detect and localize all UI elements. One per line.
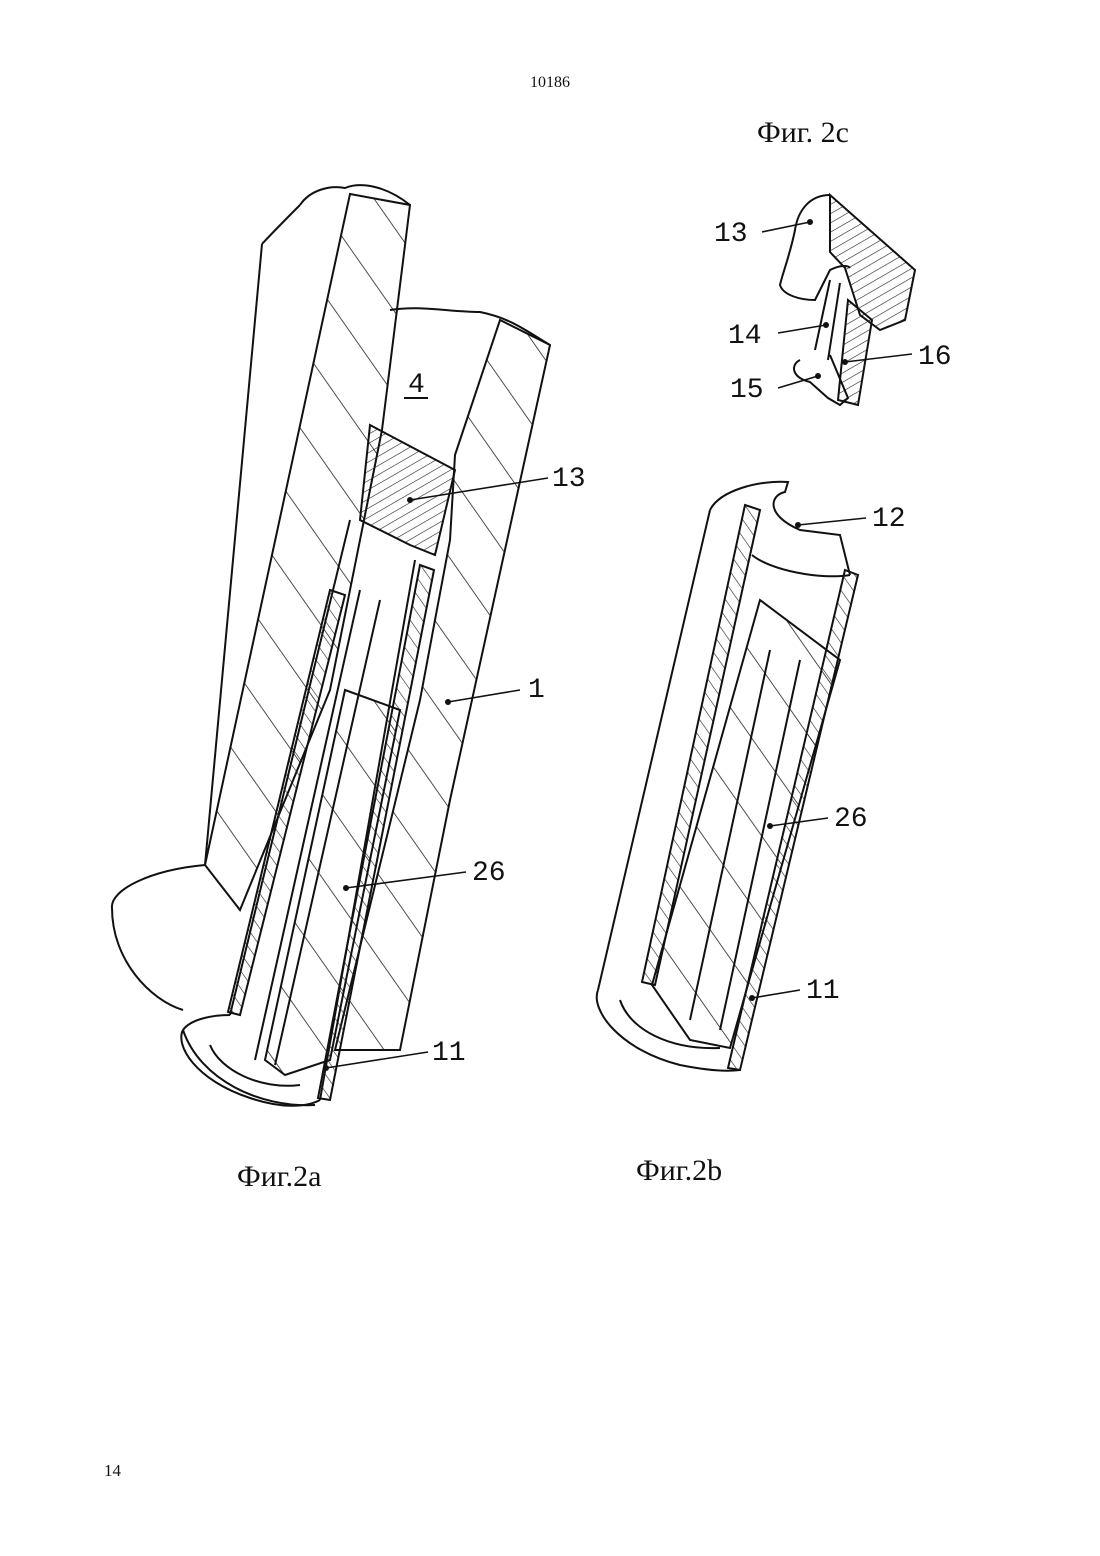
fig2a-dot-tube bbox=[445, 699, 451, 705]
fig2c-layer bbox=[838, 300, 872, 405]
fig2c-label-tip: 15 bbox=[730, 375, 764, 406]
fig2a-leader-sleeve bbox=[326, 1052, 428, 1068]
figure-2c-drawing bbox=[780, 195, 915, 405]
fig2b-label-sleeve: 11 bbox=[806, 976, 840, 1007]
fig2c-leader-insert bbox=[762, 222, 810, 232]
fig2b-dot-rim bbox=[795, 522, 801, 528]
fig2a-insert bbox=[360, 425, 455, 555]
fig2c-dot-insert bbox=[807, 219, 813, 225]
fig2a-label-sleeve: 11 bbox=[432, 1038, 466, 1069]
fig2b-dot-core bbox=[767, 823, 773, 829]
fig2a-dot-sleeve bbox=[323, 1065, 329, 1071]
fig2a-label-chamber: 4 bbox=[408, 370, 425, 401]
fig2c-dot-layer bbox=[842, 359, 848, 365]
fig2b-top-rim bbox=[710, 482, 850, 575]
fig2c-label-insert: 13 bbox=[714, 219, 748, 250]
fig2c-label-pin: 14 bbox=[728, 321, 762, 352]
fig2b-label-rim: 12 bbox=[872, 504, 906, 535]
fig2c-dot-tip bbox=[815, 373, 821, 379]
figure-2a-drawing bbox=[112, 185, 550, 1106]
fig2b-dot-sleeve bbox=[749, 995, 755, 1001]
fig2a-label-core: 26 bbox=[472, 858, 506, 889]
fig2a-dot-core bbox=[343, 885, 349, 891]
fig2a-dot-insert bbox=[407, 497, 413, 503]
fig2b-leader-rim bbox=[798, 518, 866, 525]
fig2c-label-layer: 16 bbox=[918, 342, 952, 373]
fig2a-label-insert: 13 bbox=[552, 464, 586, 495]
fig2c-insert-body bbox=[830, 195, 915, 330]
fig2b-label-core: 26 bbox=[834, 804, 868, 835]
fig2a-label-tube: 1 bbox=[528, 675, 545, 706]
fig2b-inner-rim bbox=[752, 555, 850, 576]
fig2c-dot-pin bbox=[823, 322, 829, 328]
